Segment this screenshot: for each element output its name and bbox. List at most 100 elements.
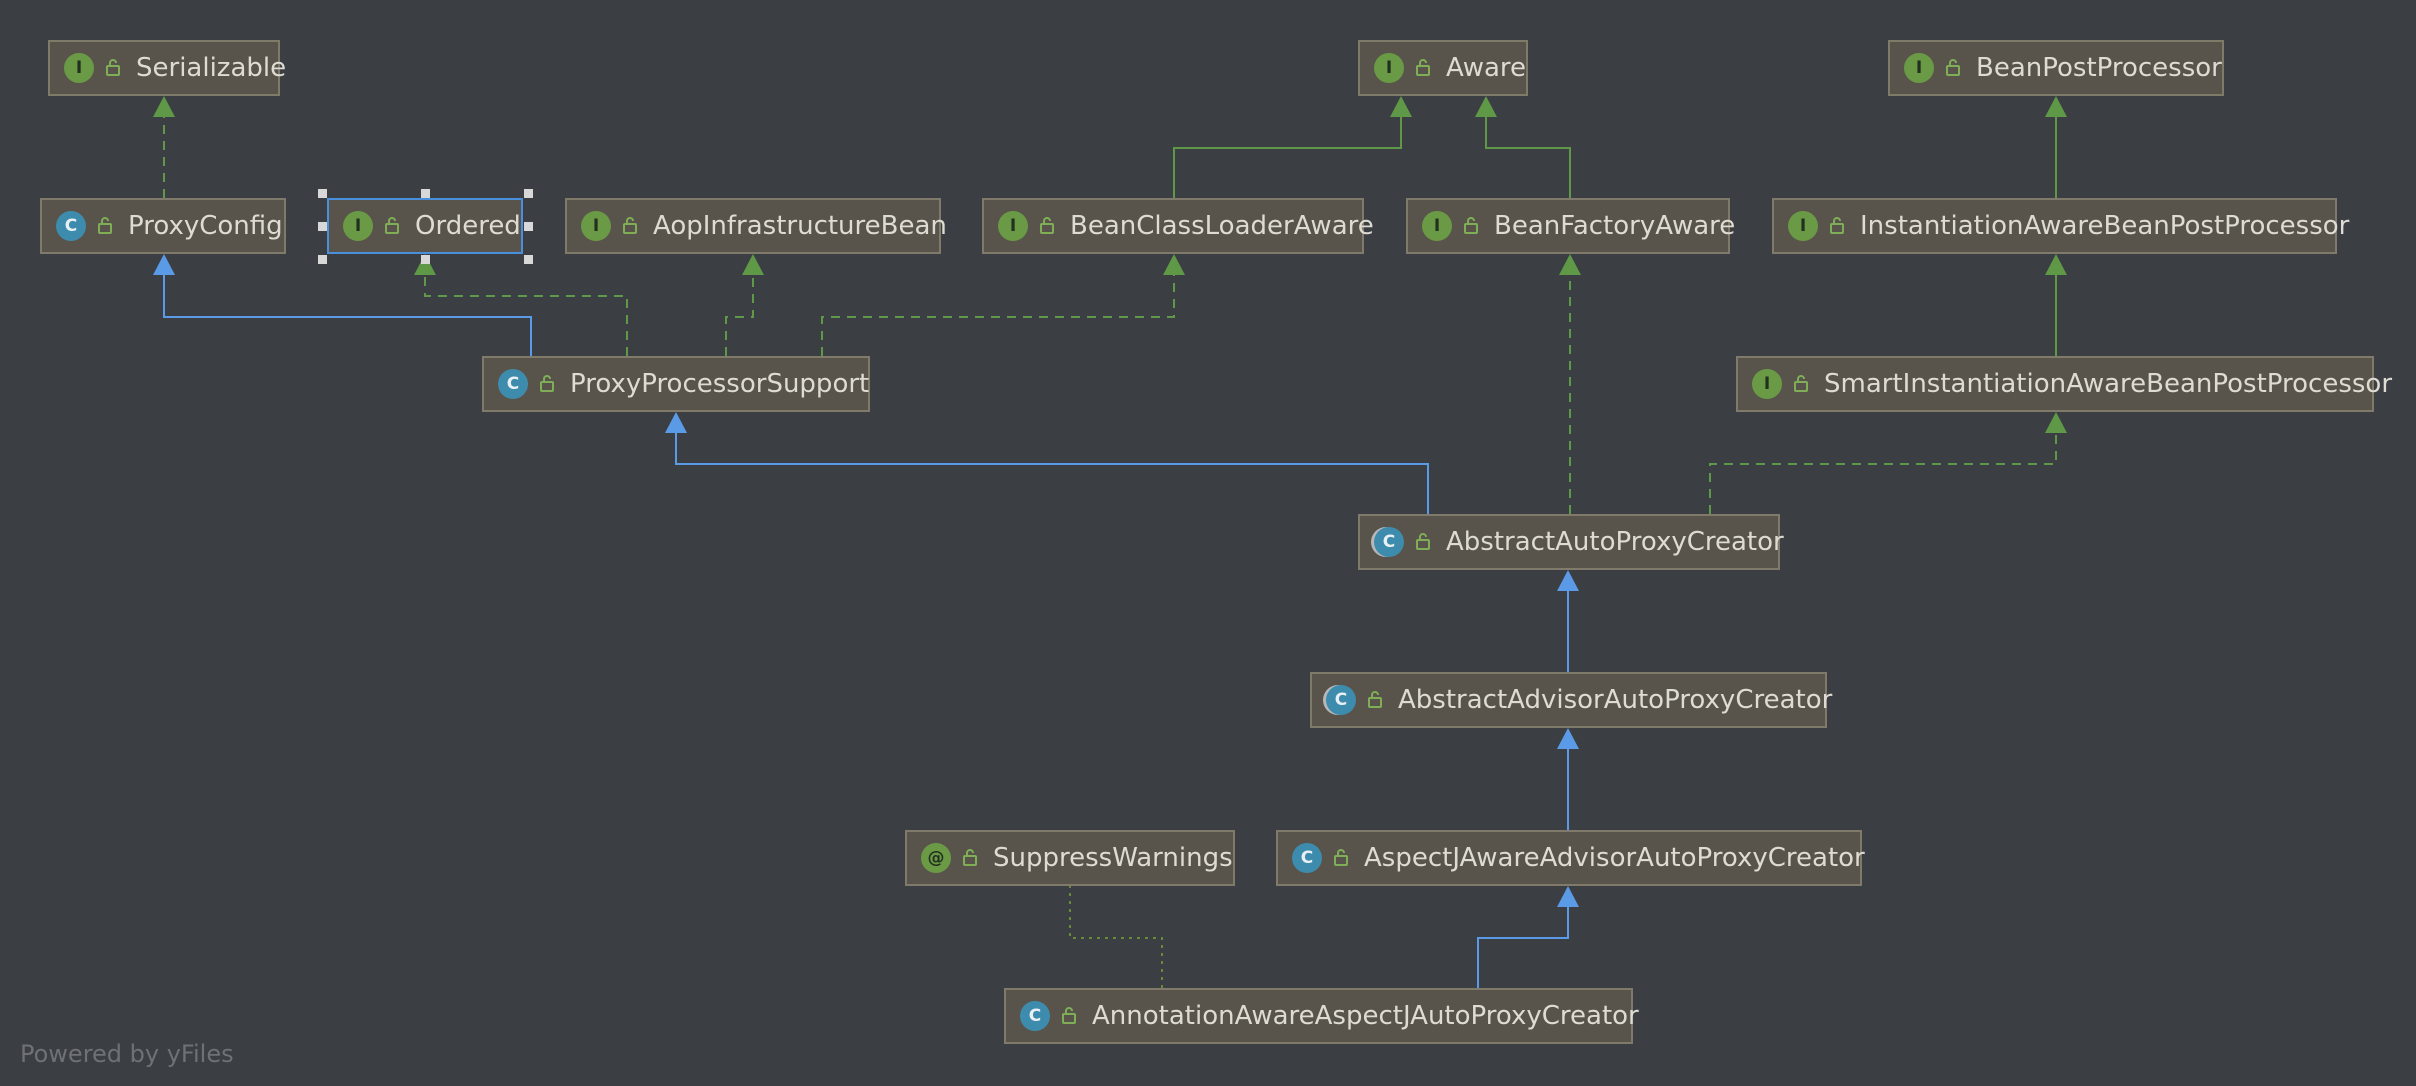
node-label: ProxyProcessorSupport (570, 369, 870, 399)
node-label: InstantiationAwareBeanPostProcessor (1860, 211, 2350, 241)
public-access-icon (1944, 53, 1962, 83)
interface-type-icon: I (1374, 53, 1404, 83)
edge-arrowhead (665, 412, 687, 433)
class-type-icon: C (1292, 843, 1322, 873)
node-label: Aware (1446, 53, 1527, 83)
interface-type-icon: I (1752, 369, 1782, 399)
node-annotationawareaspectjautoproxycreator[interactable]: C AnnotationAwareAspectJAutoProxyCreator (1004, 988, 1639, 1044)
edge-implements-proxyprocessorsupport-to-aopinfrastructurebean (725, 274, 754, 356)
public-access-icon (1332, 843, 1350, 873)
edge-interface-extends-beanfactoryaware-to-aware (1485, 116, 1571, 198)
node-ordered[interactable]: I Ordered (327, 198, 523, 254)
edge-extends-annotationawareaspectjautoproxycreator-to-aspectjawareadvisorautoproxycreator (1477, 906, 1569, 988)
edge-arrowhead (1390, 96, 1412, 117)
class-type-icon: C (56, 211, 86, 241)
node-label: SmartInstantiationAwareBeanPostProcessor (1824, 369, 2393, 399)
edge-arrowhead (2045, 96, 2067, 117)
node-beanpostprocessor[interactable]: I BeanPostProcessor (1888, 40, 2224, 96)
node-abstractautoproxycreator[interactable]: C AbstractAutoProxyCreator (1358, 514, 1784, 570)
node-beanfactoryaware[interactable]: I BeanFactoryAware (1406, 198, 1735, 254)
node-instantiationawarebeanpostprocessor[interactable]: I InstantiationAwareBeanPostProcessor (1772, 198, 2349, 254)
interface-type-icon: I (581, 211, 611, 241)
edge-annotated-annotationawareaspectjautoproxycreator-to-suppresswarnings (1069, 886, 1163, 988)
node-label: AbstractAdvisorAutoProxyCreator (1398, 685, 1833, 715)
interface-type-icon: I (1904, 53, 1934, 83)
node-aspectjawareadvisorautoproxycreator[interactable]: C AspectJAwareAdvisorAutoProxyCreator (1276, 830, 1865, 886)
class-type-icon: C (1020, 1001, 1050, 1031)
class-type-icon: C (498, 369, 528, 399)
node-label: BeanPostProcessor (1976, 53, 2222, 83)
public-access-icon (96, 211, 114, 241)
selection-handle[interactable] (318, 255, 327, 264)
node-serializable[interactable]: I Serializable (48, 40, 286, 96)
selection-handle[interactable] (524, 255, 533, 264)
public-access-icon (1792, 369, 1810, 399)
interface-type-icon: I (64, 53, 94, 83)
node-label: AspectJAwareAdvisorAutoProxyCreator (1364, 843, 1865, 873)
public-access-icon (383, 211, 401, 241)
node-label: AbstractAutoProxyCreator (1446, 527, 1784, 557)
node-label: BeanFactoryAware (1494, 211, 1736, 241)
interface-type-icon: I (998, 211, 1028, 241)
public-access-icon (1366, 685, 1384, 715)
edge-arrowhead (742, 254, 764, 275)
selection-handle[interactable] (318, 189, 327, 198)
selection-handle[interactable] (421, 189, 430, 198)
node-label: SuppressWarnings (993, 843, 1233, 873)
edge-arrowhead (1163, 254, 1185, 275)
node-label: BeanClassLoaderAware (1070, 211, 1374, 241)
edge-arrowhead (1559, 254, 1581, 275)
abstract-type-icon: C (1326, 685, 1356, 715)
node-label: ProxyConfig (128, 211, 283, 241)
selection-handle[interactable] (524, 189, 533, 198)
public-access-icon (538, 369, 556, 399)
public-access-icon (104, 53, 122, 83)
edge-arrowhead (1557, 728, 1579, 749)
node-smartinstantiationawarebeanpostprocessor[interactable]: I SmartInstantiationAwareBeanPostProcesso… (1736, 356, 2392, 412)
edge-arrowhead (2045, 254, 2067, 275)
selection-handle[interactable] (524, 222, 533, 231)
public-access-icon (1060, 1001, 1078, 1031)
node-label: Serializable (136, 53, 287, 83)
node-label: AopInfrastructureBean (653, 211, 947, 241)
abstract-type-icon: C (1374, 527, 1404, 557)
public-access-icon (1038, 211, 1056, 241)
edge-interface-extends-beanclassloaderaware-to-aware (1173, 116, 1402, 198)
interface-type-icon: I (343, 211, 373, 241)
edge-arrowhead (1475, 96, 1497, 117)
public-access-icon (1462, 211, 1480, 241)
node-abstractadvisorautoproxycreator[interactable]: C AbstractAdvisorAutoProxyCreator (1310, 672, 1832, 728)
annotation-type-icon: @ (921, 843, 951, 873)
node-label: Ordered (415, 211, 521, 241)
public-access-icon (1828, 211, 1846, 241)
node-label: AnnotationAwareAspectJAutoProxyCreator (1092, 1001, 1639, 1031)
edge-arrowhead (1557, 886, 1579, 907)
node-proxyprocessorsupport[interactable]: C ProxyProcessorSupport (482, 356, 870, 412)
edge-arrowhead (414, 254, 436, 275)
node-aware[interactable]: I Aware (1358, 40, 1528, 96)
edge-implements-proxyprocessorsupport-to-beanclassloaderaware (821, 274, 1175, 356)
public-access-icon (1414, 527, 1432, 557)
selection-handle[interactable] (318, 222, 327, 231)
edge-arrowhead (2045, 412, 2067, 433)
node-suppresswarnings[interactable]: @ SuppressWarnings (905, 830, 1235, 886)
edge-arrowhead (153, 254, 175, 275)
public-access-icon (621, 211, 639, 241)
node-aopinfrastructurebean[interactable]: I AopInfrastructureBean (565, 198, 947, 254)
edge-implements-proxyprocessorsupport-to-ordered (424, 274, 628, 356)
public-access-icon (961, 843, 979, 873)
interface-type-icon: I (1422, 211, 1452, 241)
edge-arrowhead (153, 96, 175, 117)
node-proxyconfig[interactable]: C ProxyConfig (40, 198, 286, 254)
edge-extends-proxyprocessorsupport-to-proxyconfig (163, 274, 532, 356)
edge-implements-abstractautoproxycreator-to-smartinstantiationawarebeanpostprocessor (1709, 432, 2057, 514)
powered-by-label: Powered by yFiles (20, 1040, 234, 1068)
edge-extends-abstractautoproxycreator-to-proxyprocessorsupport (675, 432, 1429, 514)
interface-type-icon: I (1788, 211, 1818, 241)
selection-handle[interactable] (421, 255, 430, 264)
public-access-icon (1414, 53, 1432, 83)
edge-arrowhead (1557, 570, 1579, 591)
node-beanclassloaderaware[interactable]: I BeanClassLoaderAware (982, 198, 1374, 254)
